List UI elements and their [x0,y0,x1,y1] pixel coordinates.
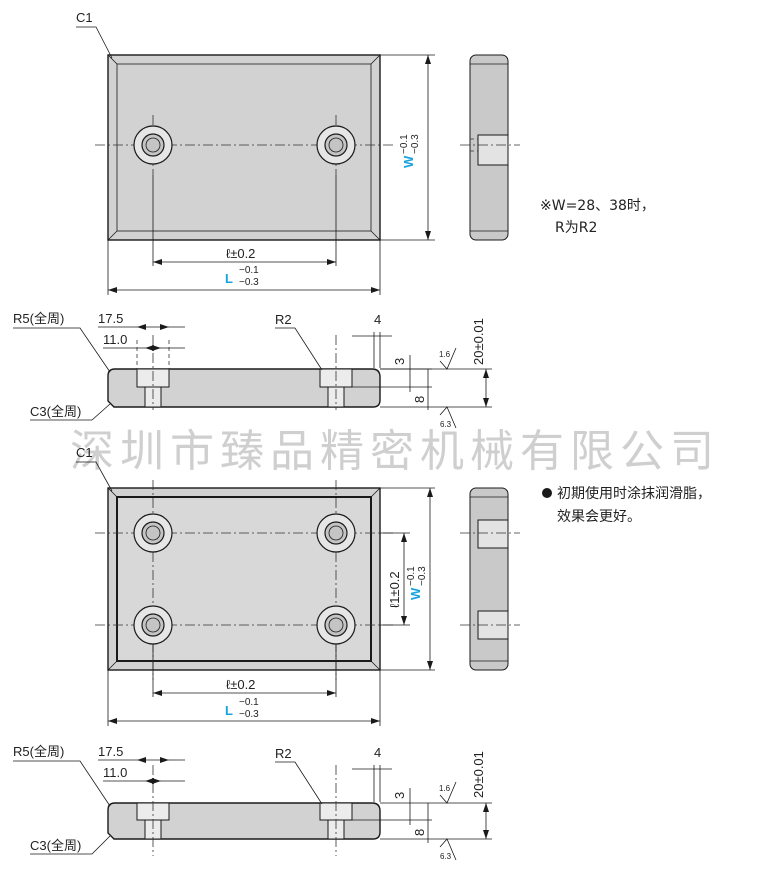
pitch-dimension: ℓ±0.2 [226,677,255,692]
pitch2-dimension: ℓ1±0.2 [387,571,402,608]
note-lubrication: 初期使用时涂抹润滑脂， 效果会更好。 [542,485,711,525]
side-view-1 [460,54,520,241]
counterbore-hole [316,125,356,165]
pitch-dimension: ℓ±0.2 [226,246,255,261]
chamfer-label: C1 [76,10,93,25]
plan-view-1: C1 W −0.1 −0.3 ℓ±0.2 L −0.1 −0.3 [76,10,435,295]
svg-text:初期使用时涂抹润滑脂，: 初期使用时涂抹润滑脂， [557,485,711,502]
thickness-dimension: 20±0.01 [471,318,486,365]
svg-text:−0.1: −0.1 [406,566,417,586]
side-view-2 [460,487,520,671]
counterbore-hole [133,513,173,553]
dim-3: 3 [392,792,407,799]
section-view-2: R5(全周) 17.5 11.0 C3(全周) R2 4 3 8 20±0.01… [13,744,492,861]
plan-view-2: C1 ℓ1±0.2 W −0.1 −0.3 ℓ±0.2 [76,445,435,726]
note-w-radius: ※W=28、38时， R为R2 [540,198,655,236]
watermark-text: 深圳市臻品精密机械有限公司 [70,426,720,477]
width-dimension: W −0.1 −0.3 [399,134,421,168]
side-outline [469,487,509,671]
roughness-top: 1.6 [439,350,451,359]
bullet-icon [542,488,552,498]
roughness-bottom: 6.3 [440,420,452,429]
section-body [107,802,381,840]
radius-label: R5(全周) [13,744,64,759]
svg-text:−0.3: −0.3 [417,566,428,586]
roughness-symbol [439,838,457,861]
thickness-dimension: 20±0.01 [471,751,486,798]
width-dimension: W −0.1 −0.3 [406,566,428,600]
roughness-symbol [439,781,457,804]
length-dimension: L −0.1 −0.3 [225,697,259,720]
counterbore-dia-label: 17.5 [98,311,123,326]
hole-dia-label: 11.0 [103,332,127,347]
roughness-symbol [439,347,457,370]
svg-text:R为R2: R为R2 [555,220,597,236]
dim-4: 4 [374,745,381,760]
hole-dia-label: 11.0 [103,765,127,780]
dim-4: 4 [374,312,381,327]
chamfer-label: C1 [76,445,93,460]
svg-text:−0.3: −0.3 [239,709,259,720]
roughness-bottom: 6.3 [440,852,452,861]
counterbore-dia-label: 17.5 [98,744,123,759]
svg-text:效果会更好。: 效果会更好。 [557,509,641,525]
roughness-top: 1.6 [439,784,451,793]
roughness-symbol [439,406,457,429]
chamfer-label: C3(全周) [30,404,81,419]
dim-8: 8 [412,396,427,403]
chamfer-label: C3(全周) [30,838,81,853]
r2-label: R2 [275,312,292,327]
svg-text:L: L [225,271,233,286]
radius-label: R5(全周) [13,311,64,326]
counterbore-hole [133,605,173,645]
svg-text:L: L [225,703,233,718]
svg-text:−0.1: −0.1 [239,265,259,276]
r2-label: R2 [275,746,292,761]
section-view-1: R5(全周) 17.5 11.0 C3(全周) R2 4 3 8 [13,311,492,429]
plate-inner-face [116,63,372,232]
svg-text:−0.3: −0.3 [239,277,259,288]
svg-text:※W=28、38时，: ※W=28、38时， [540,198,655,214]
svg-text:−0.1: −0.1 [239,697,259,708]
counterbore-hole [316,605,356,645]
section-body [107,368,381,408]
counterbore-hole [133,125,173,165]
svg-text:W: W [408,587,423,600]
dim-8: 8 [412,829,427,836]
length-dimension: L −0.1 −0.3 [225,265,259,288]
counterbore-hole [316,513,356,553]
svg-text:W: W [401,155,416,168]
svg-text:−0.1: −0.1 [399,134,410,154]
dim-3: 3 [392,358,407,365]
svg-text:−0.3: −0.3 [410,134,421,154]
